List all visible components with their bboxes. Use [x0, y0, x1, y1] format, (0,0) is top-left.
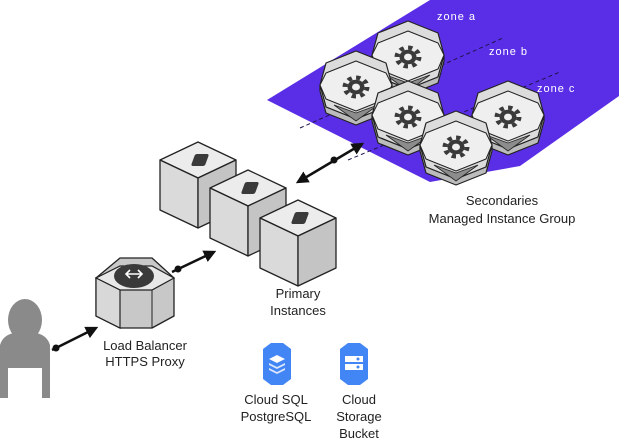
user-lb-connector [51, 326, 99, 352]
secondaries-label-line1: Secondaries [466, 193, 539, 208]
load-balancer-label-line1: Load Balancer [103, 338, 188, 353]
gear-icon [420, 111, 492, 185]
cloud-storage-icon [340, 343, 368, 385]
zone-b-label: zone b [489, 46, 528, 58]
cloud-sql-label-line2: PostgreSQL [241, 409, 312, 424]
cloud-storage-label-line2: Storage [336, 409, 382, 424]
cloud-sql-icon [263, 343, 291, 385]
zone-c-label: zone c [537, 83, 575, 95]
load-balancer-icon [114, 264, 154, 288]
secondaries-label-line2: Managed Instance Group [429, 211, 576, 226]
person-icon [0, 299, 50, 398]
primary-secondary-connector [295, 142, 365, 184]
cloud-sql-label-line1: Cloud SQL [244, 392, 308, 407]
zone-a-label: zone a [437, 11, 476, 23]
cloud-storage-label-line3: Bucket [339, 426, 379, 440]
load-balancer-node [94, 257, 176, 329]
primary-label-line1: Primary [276, 286, 321, 301]
cloud-storage-label-line1: Cloud [342, 392, 376, 407]
load-balancer-label-line2: HTTPS Proxy [105, 354, 185, 369]
primary-instance-cube [259, 199, 337, 287]
lb-primary-connector [171, 250, 217, 274]
primary-label-line2: Instances [270, 303, 326, 318]
